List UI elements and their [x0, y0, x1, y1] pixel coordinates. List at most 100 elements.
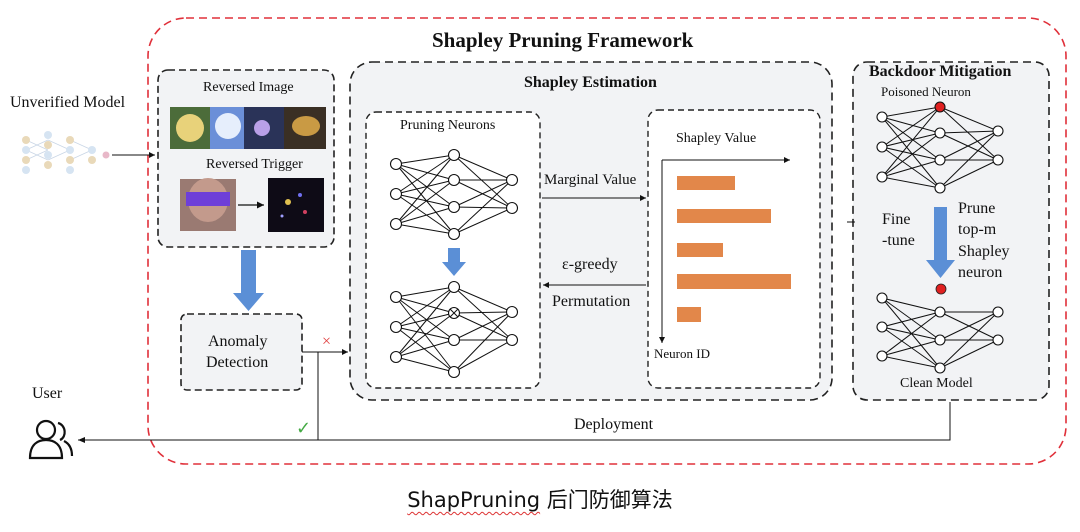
network-edge	[881, 132, 941, 148]
network-node	[389, 320, 403, 334]
network-edge	[395, 312, 455, 328]
egreedy-label: ε-greedy	[562, 256, 618, 273]
clean-network	[876, 292, 1004, 374]
shapley-bar	[677, 243, 723, 257]
network-edge	[453, 179, 513, 208]
clean-model-label: Clean Model	[900, 376, 973, 391]
anomaly-detection-box	[180, 313, 303, 391]
network-node	[876, 171, 888, 183]
reject-mark: ×	[322, 333, 332, 350]
network-node	[389, 157, 403, 171]
network-node	[992, 125, 1004, 137]
network-node	[876, 111, 888, 123]
network-node	[876, 292, 888, 304]
network-edge	[453, 311, 513, 373]
network-edge	[453, 286, 513, 313]
network-edge	[395, 154, 455, 225]
poisoned-neuron-label: Poisoned Neuron	[881, 84, 971, 99]
network-edge	[881, 116, 941, 134]
network-edge	[453, 311, 513, 314]
network-node	[447, 173, 461, 187]
caption-chinese: 后门防御算法	[540, 488, 673, 512]
network-edge	[395, 163, 455, 235]
reversed-trigger-images	[180, 178, 324, 232]
network-node	[876, 350, 888, 362]
network-edge	[881, 132, 941, 178]
down-arrow-icon	[926, 207, 955, 278]
network-edge	[395, 193, 455, 208]
neuron-id-label: Neuron ID	[654, 346, 710, 361]
network-edge	[453, 179, 513, 235]
network-node	[447, 333, 461, 347]
network-edge	[395, 326, 455, 373]
network-edge	[395, 356, 455, 373]
anomaly-label: Anomaly	[208, 333, 268, 350]
network-edge	[395, 163, 455, 181]
network-edge	[395, 296, 455, 341]
shapley-bar	[677, 274, 791, 289]
network-edge	[395, 286, 455, 328]
unverified-model-nodes	[22, 131, 110, 174]
shapley-value-label: Shapley Value	[676, 131, 757, 146]
network-node	[447, 365, 461, 379]
network-edge	[395, 206, 455, 225]
network-node	[992, 306, 1004, 318]
prune-label-2: top-m	[958, 221, 997, 238]
network-node	[934, 306, 946, 318]
network-edge	[939, 130, 999, 189]
network-edge	[939, 159, 999, 189]
network-node	[505, 305, 519, 319]
network-node	[992, 154, 1004, 166]
network-edge	[395, 296, 455, 314]
network-edge	[939, 311, 999, 369]
backdoor-mitigation-title: Backdoor Mitigation	[869, 63, 1012, 80]
deployment-label: Deployment	[574, 416, 654, 433]
network-edge	[395, 179, 455, 195]
network-edge	[881, 106, 941, 148]
network-node	[505, 333, 519, 347]
poisoned-network	[876, 101, 1004, 194]
down-arrow-icon	[233, 250, 264, 311]
network-edge	[453, 207, 513, 235]
accept-mark: ✓	[296, 418, 312, 439]
network-edge	[395, 339, 455, 358]
shapley-bar	[677, 209, 771, 223]
network-edge	[395, 326, 455, 341]
network-node	[505, 201, 519, 215]
framework-boundary	[147, 17, 1067, 465]
network-edge	[939, 311, 999, 341]
caption-latin: ShapPruning	[407, 488, 541, 512]
network-edge	[453, 154, 513, 209]
network-edge	[881, 106, 941, 178]
reversed-image-strip	[170, 107, 326, 149]
user-label: User	[32, 385, 63, 402]
network-edge	[881, 146, 941, 161]
prune-label-3: Shapley	[958, 243, 1010, 260]
network-edge	[881, 106, 941, 118]
down-arrow-icon	[442, 248, 466, 276]
reversed-image-label: Reversed Image	[203, 80, 294, 95]
network-node	[447, 148, 461, 162]
network-edge	[395, 179, 455, 225]
network-edge	[881, 146, 941, 189]
network-edge	[881, 159, 941, 178]
reversed-trigger-label: Reversed Trigger	[206, 157, 303, 172]
network-node	[876, 141, 888, 153]
shapley-estimation-title: Shapley Estimation	[524, 74, 657, 91]
network-edge	[881, 355, 941, 369]
network-edge	[939, 106, 999, 161]
figure-caption: ShapPruning 后门防御算法	[0, 484, 1080, 514]
poisoned-neuron	[934, 101, 946, 113]
pruned-poisoned-neuron	[935, 283, 947, 295]
network-node	[934, 154, 946, 166]
network-edge	[939, 130, 999, 134]
shapley-bar	[677, 307, 701, 322]
network-node	[389, 290, 403, 304]
network-edge	[395, 154, 455, 165]
pruning-network-after	[389, 280, 519, 379]
network-node	[992, 334, 1004, 346]
marginal-value-label: Marginal Value	[544, 172, 637, 188]
permutation-label: Permutation	[552, 293, 631, 310]
